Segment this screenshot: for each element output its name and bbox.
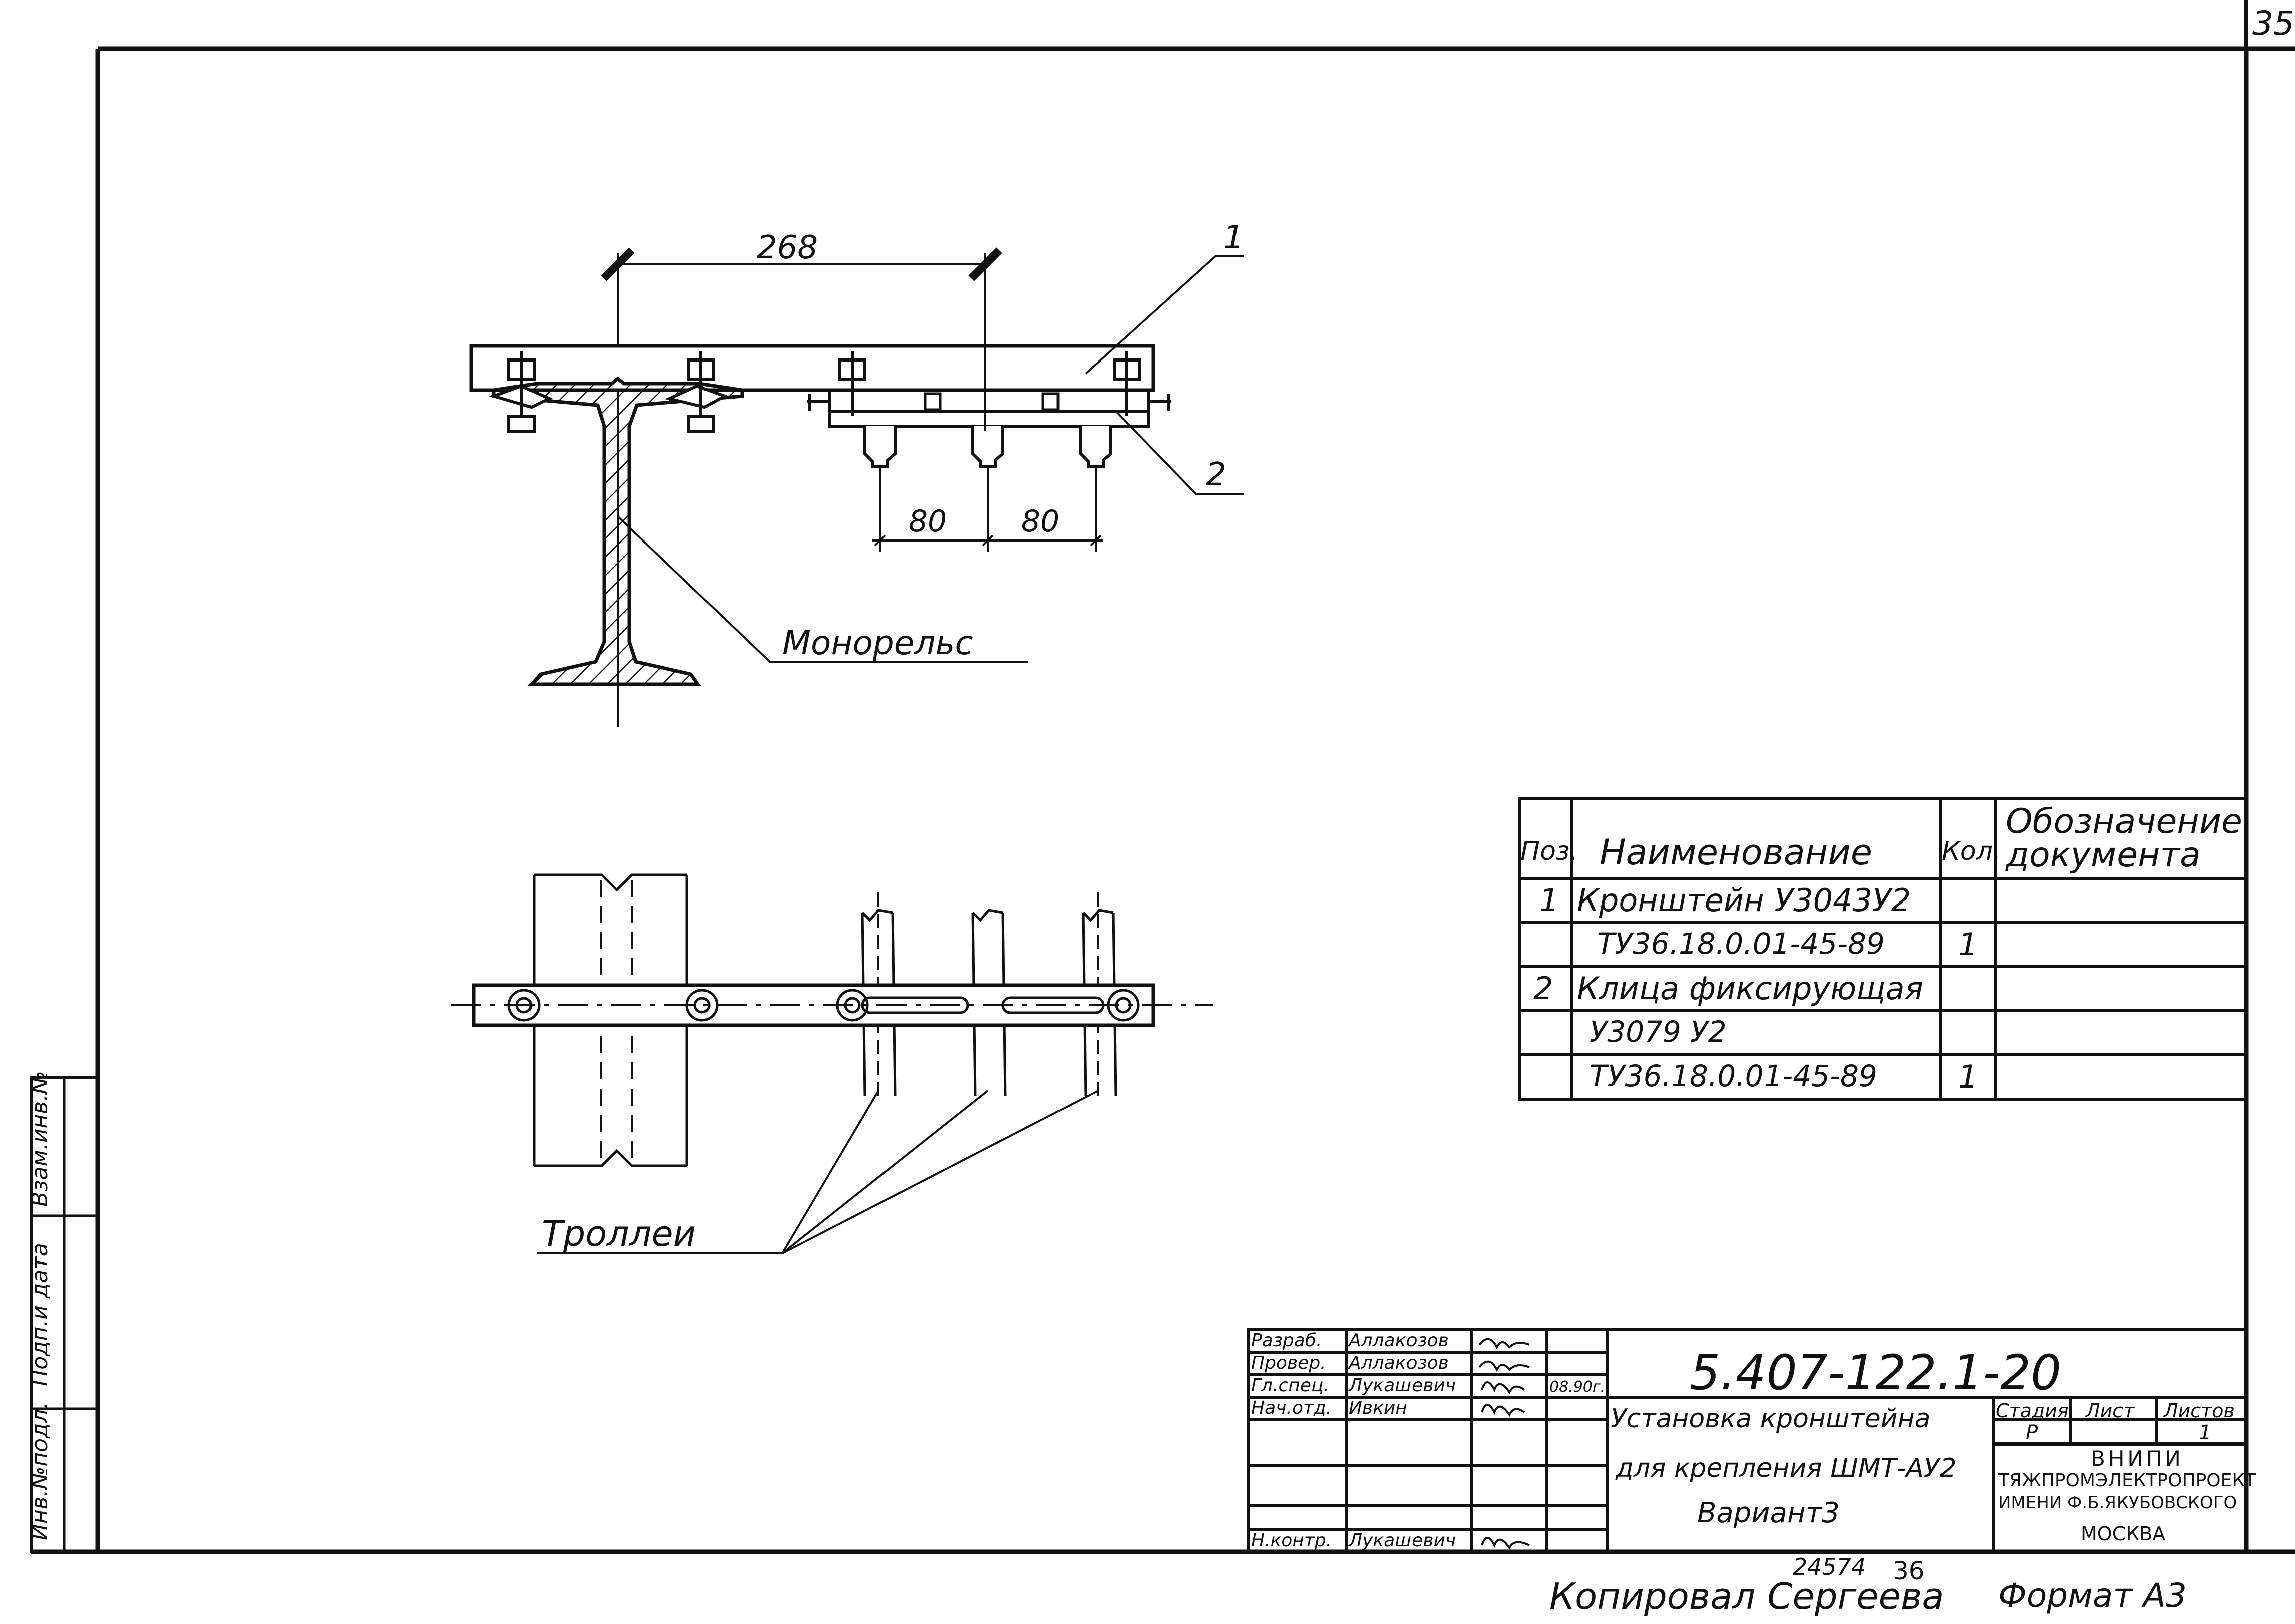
sheet-frame [30, 0, 2295, 1554]
tb-name-3: Лукашевич [1349, 1375, 1456, 1396]
spec-header-name: Наименование [1600, 832, 1872, 873]
spec-table-grid [1518, 797, 2248, 1101]
footer-archive-no: 24574 [1793, 1553, 1866, 1580]
spec-header-pos: Поз. [1520, 836, 1578, 866]
leader-item-2 [1115, 410, 1244, 495]
bolt [1113, 351, 1141, 416]
bolt [507, 351, 536, 433]
footer-format: Формат А3 [1998, 1576, 2187, 1615]
spec-row-2-name: ТУ36.18.0.01-45-89 [1597, 927, 1885, 961]
tb-sheet-label: Лист [2086, 1400, 2135, 1422]
tb-stage-label: Стадия [1996, 1400, 2069, 1422]
tb-name-7: Лукашевич [1349, 1530, 1456, 1551]
tb-name-2: Аллакозов [1349, 1353, 1449, 1373]
tb-sheets-label: Листов [2164, 1400, 2235, 1422]
tb-name-1: Аллакозов [1349, 1330, 1449, 1351]
tb-org-line3: ИМЕНИ Ф.Б.ЯКУБОВСКОГО [1998, 1493, 2237, 1513]
plan-view [451, 873, 1213, 1254]
spec-row-2-qty: 1 [1958, 926, 1978, 963]
dimension-268 [601, 247, 1002, 431]
tb-org-line2: ТЯЖПРОМЭЛЕКТРОПРОЕКТ [1998, 1470, 2256, 1491]
spec-row-1-pos: 1 [1539, 882, 1559, 919]
spec-row-1-name: Кронштейн У3043У2 [1577, 882, 1911, 919]
dim-80-right: 80 [1021, 504, 1060, 539]
bolt-head [1107, 989, 1140, 1022]
spec-row-3-name: Клица фиксирующая [1577, 970, 1923, 1007]
callout-item-1: 1 [1223, 219, 1244, 256]
bolt [838, 351, 866, 416]
callout-item-2: 2 [1206, 456, 1226, 493]
spec-row-5-name: ТУ36.18.0.01-45-89 [1590, 1059, 1877, 1093]
tb-role-4: Нач.отд. [1251, 1398, 1332, 1418]
tb-org-line1: ВНИПИ [2091, 1446, 2184, 1471]
tb-org-line4: МОСКВА [2081, 1523, 2166, 1545]
side-stamp-sign-date: Подп.и дата [27, 1243, 53, 1386]
tb-role-2: Провер. [1251, 1353, 1326, 1373]
trolley-profile [971, 426, 1004, 468]
spec-header-doc-line1: Обозначение [2006, 802, 2242, 841]
tb-stage-value: Р [2026, 1421, 2038, 1445]
leader-item-1 [1085, 255, 1244, 375]
bolt-head [507, 989, 541, 1022]
tb-title-line3: Вариант3 [1697, 1497, 1840, 1529]
signature-marks [1478, 1338, 1530, 1550]
tb-role-3: Гл.спец. [1251, 1375, 1329, 1396]
footer-copied-by: Копировал Сергеева [1549, 1575, 1945, 1617]
leader-trolleys [537, 1090, 1099, 1254]
bolt-head [685, 989, 719, 1022]
tb-date: 08.90г. [1549, 1378, 1606, 1396]
dim-80-left: 80 [909, 504, 947, 539]
tb-designation: 5.407-122.1-20 [1690, 1345, 2062, 1401]
section-view: 268 80 80 1 2 Монорельс [469, 219, 1244, 727]
fixing-clamp [807, 391, 1171, 428]
footer-archive-page: 36 [1893, 1556, 1925, 1585]
dimension-80-80 [872, 466, 1103, 552]
tb-name-4: Ивкин [1349, 1398, 1407, 1418]
title-block-grid [1247, 1328, 2248, 1553]
spec-row-3-pos: 2 [1533, 970, 1553, 1007]
tb-role-7: Н.контр. [1251, 1530, 1332, 1551]
trolley-profile [1079, 426, 1112, 468]
label-trolleys: Троллеи [542, 1213, 696, 1254]
side-stamp-replace-inv: Взам.инв.№ [27, 1071, 53, 1207]
leader-monorail [617, 515, 1028, 663]
dim-268-label: 268 [757, 229, 818, 266]
sheet-number: 35 [2252, 4, 2294, 43]
tb-sheets-value: 1 [2199, 1421, 2212, 1445]
monorail-beam [492, 376, 744, 686]
side-stamp-inv-no: Инв.№подл. [27, 1402, 53, 1540]
spec-header-qty: Кол. [1941, 836, 2001, 866]
tb-title-line1: Установка кронштейна [1611, 1404, 1931, 1434]
bolt [687, 351, 715, 433]
trolley-profile [863, 426, 897, 468]
spec-row-5-qty: 1 [1958, 1058, 1978, 1095]
spec-row-4-name: У3079 У2 [1590, 1015, 1727, 1049]
spec-header-doc-line2: документа [2006, 835, 2201, 875]
tb-role-1: Разраб. [1251, 1330, 1322, 1351]
tb-title-line2: для крепления ШМТ-АУ2 [1616, 1453, 1957, 1483]
bolt-head [836, 989, 869, 1022]
label-monorail: Монорельс [782, 624, 973, 662]
